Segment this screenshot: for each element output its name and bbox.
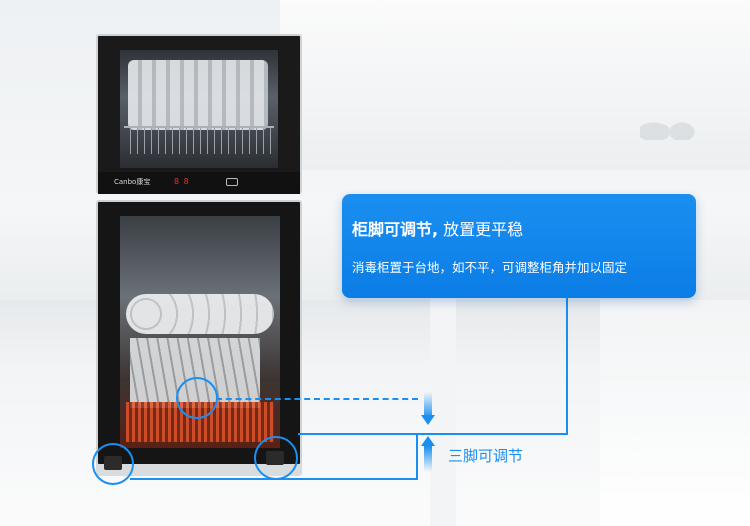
background-glasses bbox=[640, 100, 710, 140]
leader-line-middle bbox=[298, 433, 568, 435]
top-window bbox=[120, 50, 278, 168]
highlight-circle-left-foot bbox=[92, 443, 134, 485]
callout-title-rest: 放置更平稳 bbox=[438, 220, 524, 239]
callout-subtitle: 消毒柜置于台地，如不平，可调整柜角并加以固定 bbox=[352, 260, 628, 275]
highlight-circle-center-foot bbox=[176, 377, 218, 419]
arrow-down-icon bbox=[424, 392, 432, 418]
dish-rack bbox=[124, 126, 274, 154]
arrow-up-icon bbox=[421, 436, 435, 446]
arrow-down-head-icon bbox=[421, 415, 435, 425]
feature-callout-box: 柜脚可调节, 放置更平稳 消毒柜置于台地，如不平，可调整柜角并加以固定 bbox=[342, 194, 696, 298]
callout-title-bold: 柜脚可调节, bbox=[352, 220, 439, 239]
cabinet-bottom-unit bbox=[96, 200, 302, 466]
dish-rack-plates bbox=[128, 60, 268, 130]
leader-line-connector bbox=[416, 433, 418, 479]
cabinet-base bbox=[96, 464, 302, 476]
leader-line-dashed bbox=[216, 398, 418, 400]
leader-line-vertical bbox=[566, 298, 568, 434]
highlight-circle-right-foot bbox=[254, 436, 298, 480]
background-shelf bbox=[600, 300, 750, 526]
arrow-up-tail-icon bbox=[424, 446, 432, 472]
cabinet-top-unit: Canbo康宝 8 8 bbox=[96, 34, 302, 194]
background-pillar bbox=[430, 290, 456, 526]
three-feet-adjustable-label: 三脚可调节 bbox=[448, 447, 524, 465]
led-display: 8 8 bbox=[174, 177, 190, 186]
callout-title: 柜脚可调节, 放置更平稳 bbox=[352, 216, 523, 240]
brand-logo: Canbo康宝 bbox=[114, 178, 151, 186]
background-window bbox=[280, 0, 750, 170]
disinfection-cabinet: Canbo康宝 8 8 bbox=[96, 34, 302, 479]
bowls bbox=[126, 294, 274, 334]
control-panel bbox=[98, 172, 300, 194]
control-knob bbox=[226, 178, 238, 186]
